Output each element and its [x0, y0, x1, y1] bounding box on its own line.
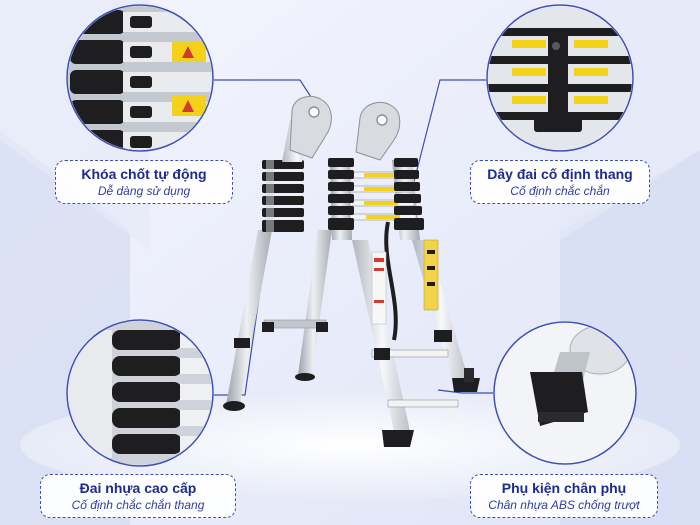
callout-foot-accessory: Phụ kiện chân phụ Chân nhựa ABS chống tr… [470, 474, 658, 518]
callout-subtitle: Chân nhựa ABS chống trượt [488, 498, 640, 512]
callout-title: Khóa chốt tự động [81, 166, 207, 182]
zoom-circle-foot-accessory [493, 321, 637, 465]
zoom-circle-strap [486, 4, 634, 152]
ladder-right-frame [328, 158, 480, 447]
callout-auto-lock: Khóa chốt tự động Dễ dàng sử dụng [55, 160, 233, 204]
ladder [223, 96, 480, 447]
ladder-left-frame [223, 120, 332, 411]
callout-plastic-bands: Đai nhựa cao cấp Cố định chắc chắn thang [40, 474, 236, 518]
callout-title: Dây đai cố định thang [487, 166, 633, 182]
callout-title: Đai nhựa cao cấp [79, 480, 197, 496]
callout-title: Phụ kiện chân phụ [501, 480, 627, 496]
callout-subtitle: Cố định chắc chắn thang [71, 498, 205, 512]
callout-subtitle: Dễ dàng sử dụng [97, 184, 191, 198]
ladder-hinges [289, 96, 401, 161]
callout-subtitle: Cố định chắc chắn [510, 184, 610, 198]
callout-strap: Dây đai cố định thang Cố định chắc chắn [470, 160, 650, 204]
